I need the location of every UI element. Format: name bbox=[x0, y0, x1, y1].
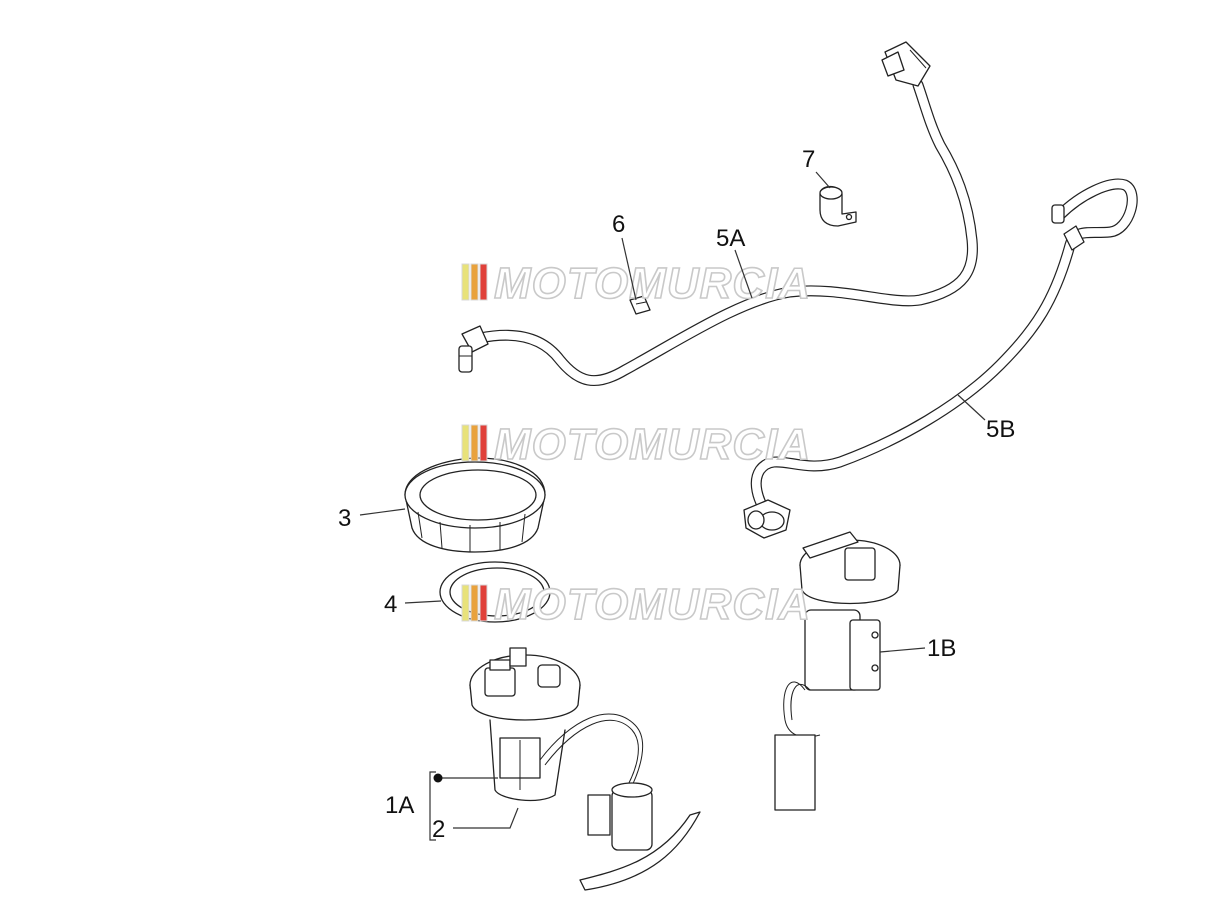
callout-1a: 1A bbox=[385, 792, 414, 819]
fuel-pump-1b bbox=[774, 531, 901, 811]
callout-2: 2 bbox=[432, 816, 445, 843]
leader-7 bbox=[815, 171, 831, 189]
leader-1b bbox=[879, 647, 926, 653]
ring-nut-3 bbox=[404, 457, 546, 553]
callout-4: 4 bbox=[384, 591, 397, 618]
watermark-stripe bbox=[461, 263, 470, 301]
fuel-hose-5a bbox=[458, 41, 978, 387]
watermark-2: MOTOMURCIA bbox=[461, 419, 811, 470]
watermark-stripe bbox=[479, 584, 488, 622]
watermark-stripe bbox=[470, 424, 479, 462]
watermark-stripe bbox=[479, 263, 488, 301]
leader-1a-dot bbox=[433, 773, 443, 783]
leader-4 bbox=[404, 600, 442, 604]
leader-5b bbox=[957, 394, 986, 421]
bracket-1a bbox=[429, 771, 436, 841]
leader-6 bbox=[621, 237, 637, 301]
callout-labels: 6 5A 7 5B 3 4 1B 1A 2 bbox=[338, 146, 1015, 843]
hose-clamp-7 bbox=[819, 185, 857, 227]
leader-5a bbox=[734, 249, 753, 299]
callout-1b: 1B bbox=[927, 635, 956, 662]
watermark-text: MOTOMURCIA bbox=[494, 420, 811, 469]
leader-lines bbox=[359, 171, 986, 841]
watermark-stripe bbox=[470, 263, 479, 301]
watermark-text: MOTOMURCIA bbox=[494, 259, 811, 308]
leader-3 bbox=[359, 508, 406, 516]
watermark-stripe bbox=[479, 424, 488, 462]
watermark-1: MOTOMURCIA bbox=[461, 258, 811, 309]
watermark-stripe bbox=[470, 584, 479, 622]
fuel-hose-5b bbox=[743, 178, 1138, 539]
watermark-stripe bbox=[461, 424, 470, 462]
callout-5b: 5B bbox=[986, 416, 1015, 443]
watermark-text: MOTOMURCIA bbox=[494, 580, 811, 629]
clip-6 bbox=[629, 295, 651, 315]
fuel-pump-1a bbox=[469, 647, 701, 891]
leader-2 bbox=[453, 807, 519, 829]
callout-7: 7 bbox=[802, 146, 815, 173]
callout-6: 6 bbox=[612, 211, 625, 238]
callout-5a: 5A bbox=[716, 225, 745, 252]
watermark-3: MOTOMURCIA bbox=[461, 579, 811, 630]
callout-3: 3 bbox=[338, 505, 351, 532]
watermark-stripe bbox=[461, 584, 470, 622]
